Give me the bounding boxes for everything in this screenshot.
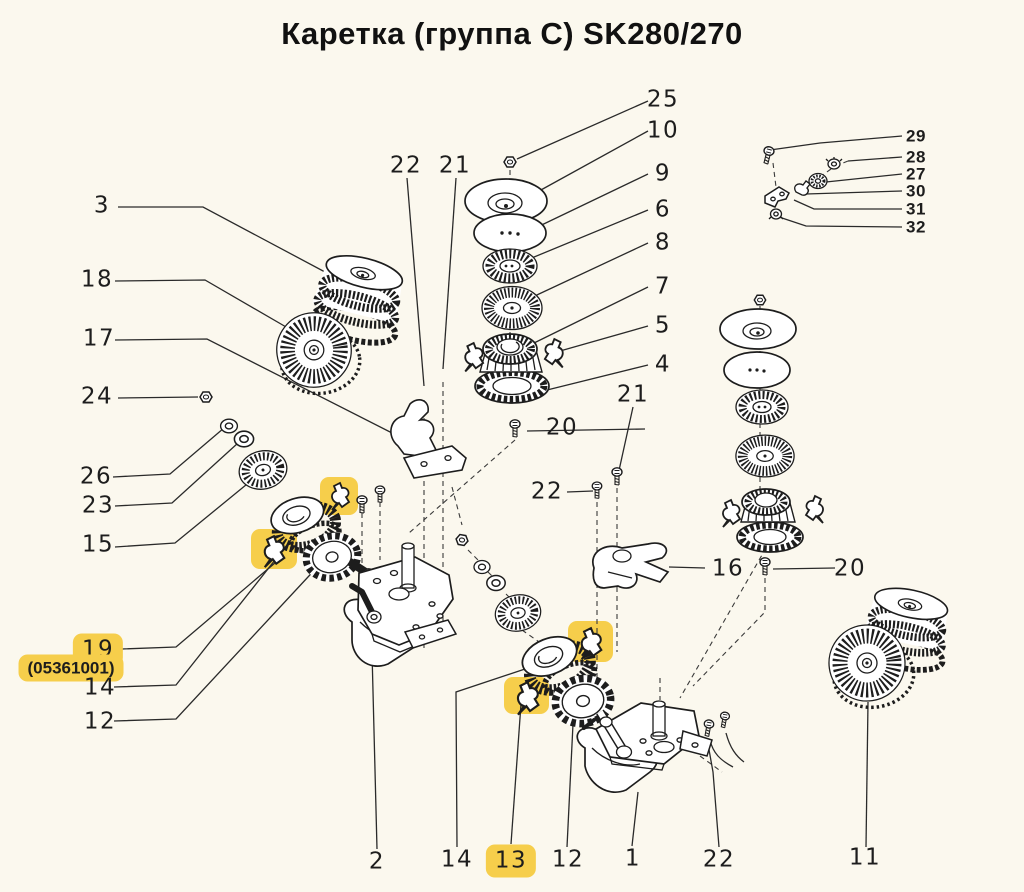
bottom-center-assembly	[517, 626, 731, 793]
spring-clip-5-right	[543, 338, 564, 369]
left-small-parts	[199, 391, 290, 494]
leader-lines	[112, 100, 903, 850]
washer-23	[233, 430, 255, 448]
page-title: Каретка (группа C) SK280/270	[281, 16, 743, 51]
spoked-wheel-center	[492, 591, 543, 634]
center-exploded-stack	[464, 156, 564, 404]
washer-26	[219, 418, 239, 434]
spring-clip-5-left	[464, 342, 485, 373]
center-small-parts	[454, 419, 543, 635]
right-exploded-stack	[719, 294, 824, 553]
brush-wheel-8	[482, 287, 542, 330]
disc-10	[464, 178, 548, 224]
gear-4	[474, 368, 550, 404]
upper-left-rollers	[272, 248, 412, 399]
bottom-right-rollers	[824, 582, 956, 713]
bracket-17	[390, 399, 467, 479]
disc-9	[473, 213, 547, 253]
screw-20-center	[509, 419, 521, 438]
center-plate-assembly	[343, 542, 458, 667]
cam-assembly-16	[591, 467, 771, 589]
toothed-disc-6	[482, 248, 538, 284]
screw-20-right	[759, 557, 771, 576]
bevel-gear-7	[479, 333, 543, 373]
fastener-set-29-32	[760, 145, 843, 220]
